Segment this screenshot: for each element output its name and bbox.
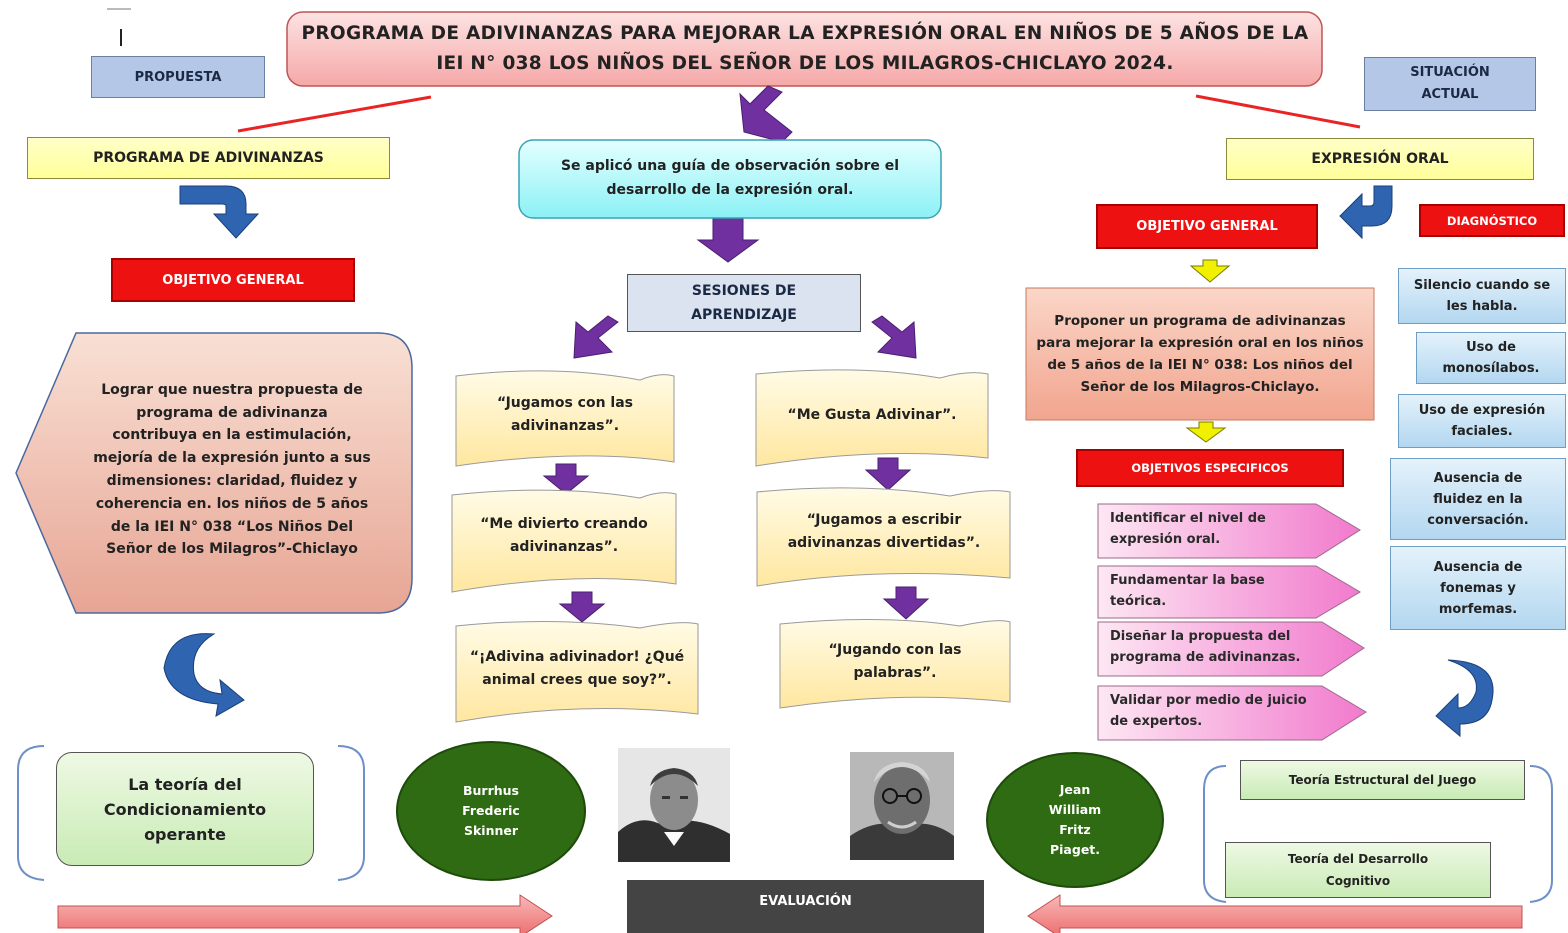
objetivo-right-text: Proponer un programa de adivinanzas para… [1036,313,1364,395]
objetivo-general-left: OBJETIVO GENERAL [111,258,355,302]
objetivo-right-box [1025,287,1375,421]
session-left-1-shape [455,370,675,467]
text-cursor [120,29,122,46]
bottom-arrow-left [57,894,553,933]
purple-arrow-r1 [864,457,912,491]
expresion-oral-box: EXPRESIÓN ORAL [1226,138,1534,180]
bracket-right-open [1203,765,1227,903]
author-piaget-circle: Jean William Fritz Piaget. [986,752,1164,888]
purple-arrow-l2 [558,591,606,623]
especifico-4: Validar por medio de juicio de expertos. [1110,693,1307,729]
diagnostico-item-3: Uso de expresión faciales. [1398,394,1566,448]
session-right-3: “Jugando con las palabras”. [828,642,962,681]
sesiones-aprendizaje-box: SESIONES DE APRENDIZAJE [627,274,861,332]
bottom-arrow-right [1027,894,1523,933]
yellow-arrow-1 [1189,259,1231,283]
diagnostico-item-4: Ausencia de fluidez en la conversación. [1390,458,1566,540]
especifico-4-shape [1097,685,1367,741]
blue-arrow-left-curve [163,633,245,717]
purple-arrow-guia [696,217,760,263]
objetivo-left-text: Lograr que nuestra propuesta de programa… [93,381,371,558]
red-line-left [237,95,432,133]
purple-arrow-l1 [542,463,590,495]
session-right-1: “Me Gusta Adivinar”. [787,406,957,423]
label-propuesta: PROPUESTA [91,56,265,98]
diagnostico-item-2: Uso de monosílabos. [1416,332,1566,384]
session-right-2: “Jugamos a escribir adivinanzas divertid… [787,512,981,551]
title-box [286,11,1323,87]
teoria-estructural-box: Teoría Estructural del Juego [1240,760,1525,800]
purple-arrow-r2 [882,586,930,620]
objetivos-especificos-box: OBJETIVOS ESPECIFICOS [1076,449,1344,487]
session-left-1: “Jugamos con las adivinanzas”. [497,395,633,434]
purple-arrow-sesiones-left [573,315,619,359]
piaget-photo [850,752,954,860]
red-line-right [1195,94,1361,129]
blue-arrow-right-curve [1435,659,1494,738]
purple-arrow-title [739,85,793,143]
teoria-desarrollo-box: Teoría del Desarrollo Cognitivo [1225,842,1491,898]
session-right-3-shape [779,618,1011,709]
guia-box [518,139,942,219]
session-left-3-shape [455,620,699,723]
session-left-2-shape [451,489,677,593]
bracket-left-close [337,745,365,881]
programa-adivinanzas-box: PROGRAMA DE ADIVINANZAS [27,137,390,179]
session-left-3: “¡Adivina adivinador! ¿Qué animal crees … [469,649,685,688]
evaluacion-box: EVALUACIÓN [627,880,984,933]
diagnostico-item-1: Silencio cuando se les habla. [1398,268,1566,324]
objetivo-left-shape [15,332,413,614]
blue-arrow-left-top [179,185,260,239]
objetivo-general-right: OBJETIVO GENERAL [1096,204,1318,249]
guia-text: Se aplicó una guía de observación sobre … [560,158,900,198]
diagnostico-box: DIAGNÓSTICO [1419,204,1565,237]
purple-arrow-sesiones-right [871,315,917,359]
especifico-3-shape [1097,621,1365,677]
teoria-condicionamiento-box: La teoría del Condicionamiento operante [56,752,314,866]
especifico-2: Fundamentar la base teórica. [1110,573,1265,609]
skinner-photo [618,748,730,862]
page-title: PROGRAMA DE ADIVINANZAS PARA MEJORAR LA … [301,23,1309,74]
blue-arrow-right-top [1339,185,1393,240]
especifico-1: Identificar el nivel de expresión oral. [1110,511,1266,547]
session-right-1-shape [755,369,989,467]
session-left-2: “Me divierto creando adivinanzas”. [480,516,648,555]
especifico-2-shape [1097,565,1361,619]
label-situacion-actual: SITUACIÓN ACTUAL [1364,57,1536,111]
yellow-arrow-2 [1185,421,1227,443]
top-mark [107,8,131,10]
diagnostico-item-5: Ausencia de fonemas y morfemas. [1390,546,1566,630]
bracket-right-close [1529,765,1553,903]
bracket-left-open [17,745,45,881]
especifico-1-shape [1097,503,1361,559]
session-right-2-shape [756,487,1011,587]
especifico-3: Diseñar la propuesta del programa de adi… [1110,629,1301,665]
author-skinner-circle: Burrhus Frederic Skinner [396,741,586,881]
